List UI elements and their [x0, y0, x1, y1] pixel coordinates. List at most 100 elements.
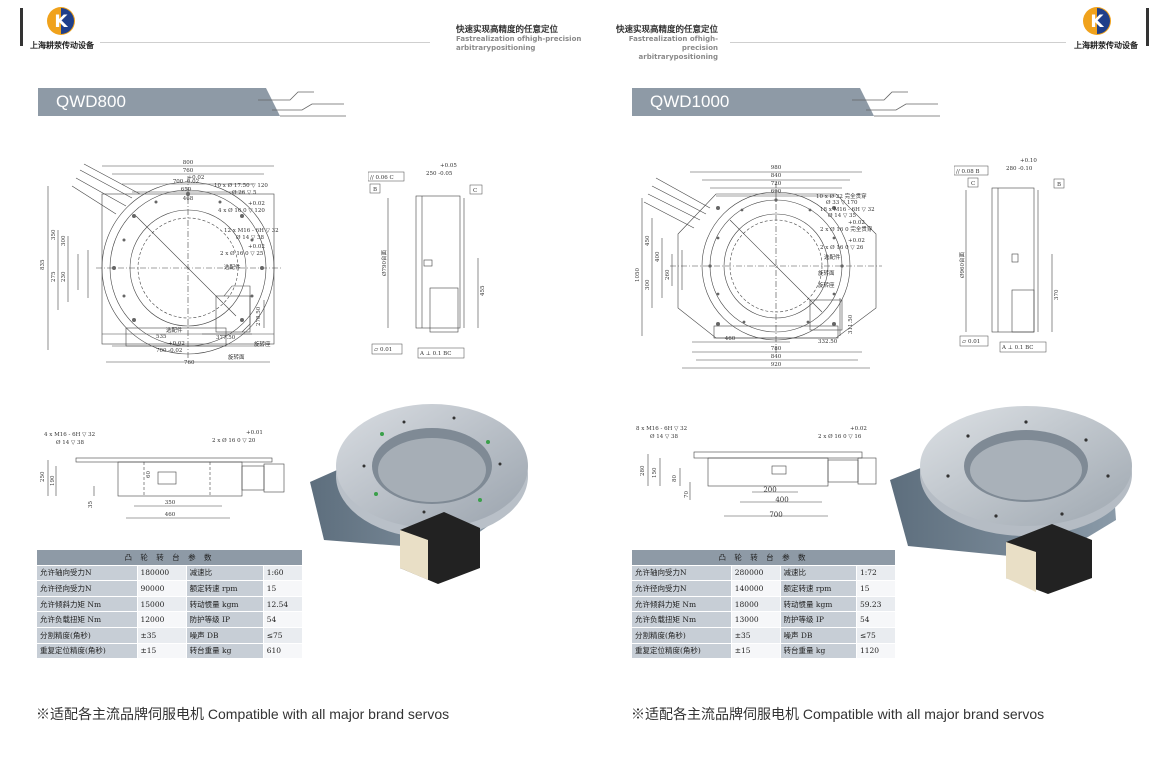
logo-icon: K — [1083, 7, 1111, 35]
tolerance-tag: // 0.08 B — [956, 169, 980, 175]
table-cell: 减速比 — [185, 564, 264, 582]
table-cell: 重复定位精度(角秒) — [36, 642, 138, 660]
table-cell: 15 — [855, 580, 897, 597]
table-cell: 额定转速 rpm — [779, 580, 857, 597]
callout: Ø 14 ▽ 38 — [236, 234, 264, 241]
callout: 4 x M16 - 6H ▽ 32 — [44, 432, 95, 438]
table-cell: ≤75 — [855, 626, 897, 644]
front-view-drawing-right: 8 x M16 - 6H ▽ 32 Ø 14 ▽ 38 +0.02 2 x Ø … — [636, 426, 877, 519]
table-cell: ±35 — [136, 626, 187, 644]
dim-label: 332.50 — [818, 339, 838, 345]
model-title-right: QWD1000 — [632, 88, 860, 116]
table-cell: 13000 — [730, 611, 781, 628]
tolerance-tag: A ⊥ 0.1 BC — [1001, 345, 1034, 351]
datum-tag: B — [373, 187, 377, 193]
dim-label: 720 — [771, 181, 782, 187]
dim-label: 230 — [61, 271, 67, 282]
table-cell: 噪声 DB — [185, 626, 264, 644]
dim-label: 350 — [51, 229, 57, 240]
dim-label: 840 — [771, 173, 782, 179]
table-cell: 90000 — [136, 580, 187, 597]
callout: +0.02 — [848, 238, 865, 244]
table-cell: 1:60 — [262, 564, 304, 582]
footnote-right: ※适配各主流品牌伺服电机 Compatible with all major b… — [631, 706, 1045, 722]
dim-label: 300 — [645, 279, 651, 290]
model-title-left: QWD800 — [38, 88, 266, 116]
dim-label: 80 — [672, 475, 678, 482]
dim-label: 460 — [165, 512, 176, 518]
side-view-drawing-right: // 0.08 B C B +0.10 280 -0.10 Ø960台面 370… — [954, 158, 1065, 353]
dim-label: 1050 — [635, 268, 641, 282]
dim-label: 260 — [665, 269, 671, 280]
dim-label: 700 -0.02 — [156, 348, 182, 354]
callout: 2 x Ø 16 0 ▽ 20 — [212, 437, 256, 444]
dim-label: 280 -0.10 — [1006, 166, 1033, 172]
dim-label: 700 — [769, 511, 782, 519]
callout: 选配件 — [824, 253, 841, 261]
dim-label: 920 — [771, 362, 782, 368]
table-cell: 15 — [262, 580, 304, 597]
slogan-cn: 快速实现高精度的任意定位 — [456, 25, 559, 35]
dim-label: +0.02 — [188, 175, 205, 181]
table-cell: 重复定位精度(角秒) — [631, 642, 732, 660]
table-cell: 允许负载扭矩 Nm — [631, 611, 732, 628]
callout: 旋转面 — [818, 269, 835, 277]
callout: 2 x Ø 16 0 完全贯穿 — [820, 225, 873, 233]
dim-label: 190 — [50, 475, 56, 486]
dim-label: 70 — [684, 491, 690, 498]
callout: Ø 14 ▽ 38 — [56, 439, 84, 446]
dim-label: 980 — [771, 165, 782, 171]
table-cell: 防护等级 IP — [779, 611, 857, 628]
company-logo-left: K 上海耕荥传动设备 — [24, 6, 110, 50]
callout: 旋转座 — [254, 340, 271, 348]
table-cell: 12000 — [136, 611, 187, 628]
callout: 旋转座 — [818, 281, 835, 289]
table-title: 凸 轮 转 台 参 数 — [631, 549, 896, 566]
top-view-drawing-right: 980 840 720 690 10 x Ø 22 完全贯穿 Ø 33 ▽ 17… — [635, 165, 882, 369]
dim-label: 350 — [165, 500, 176, 506]
table-cell: 280000 — [730, 564, 781, 582]
dim-label: 780 — [771, 346, 782, 352]
table-title: 凸 轮 转 台 参 数 — [36, 549, 303, 566]
table-cell: 转台重量 kg — [185, 642, 264, 660]
dim-label: 535 — [156, 334, 167, 340]
dim-label: 760 — [184, 360, 195, 366]
dim-label: 400 — [655, 251, 661, 262]
table-cell: ±15 — [136, 642, 187, 660]
table-cell: ±35 — [730, 626, 781, 644]
tolerance-tag: // 0.06 C — [370, 175, 394, 181]
tolerance-tag: ⏥ 0.01 — [962, 339, 980, 345]
callout: Ø 14 ▽ 38 — [650, 433, 678, 440]
callout: Ø 33 ▽ 170 — [826, 199, 858, 206]
callout: 选配件 — [166, 326, 183, 334]
table-cell: 噪声 DB — [779, 626, 857, 644]
dim-label: 400 — [775, 496, 788, 504]
callout: 10 x Ø 22 完全贯穿 — [816, 192, 867, 200]
header-rule-right — [730, 42, 1066, 43]
dim-label: 35 — [88, 501, 94, 508]
brand-name: 上海耕荥传动设备 — [30, 41, 94, 50]
table-cell: 1120 — [855, 642, 897, 660]
callout: +0.02 — [850, 426, 867, 432]
logo-letter: K — [1090, 12, 1104, 32]
title-bar-tail-left — [250, 88, 346, 117]
footnote-left: ※适配各主流品牌伺服电机 Compatible with all major b… — [36, 706, 450, 722]
dim-label: +0.05 — [440, 163, 457, 169]
table-cell: 54 — [262, 611, 304, 628]
callout: 4 x Ø 16 0 ▽ 120 — [218, 207, 265, 214]
callout: 2 x Ø 16 0 ▽ 26 — [820, 244, 864, 251]
dim-label: 690 — [771, 189, 782, 195]
table-cell: 15000 — [136, 595, 187, 613]
table-cell: 转动惯量 kgm — [185, 595, 264, 613]
table-cell: 59.23 — [855, 595, 897, 613]
table-cell: 允许倾斜力矩 Nm — [631, 595, 732, 613]
table-cell: 减速比 — [779, 564, 857, 582]
table-cell: 分割精度(角秒) — [631, 626, 732, 644]
table-cell: 转台重量 kg — [779, 642, 857, 660]
callout: 8 x M16 - 6H ▽ 32 — [636, 426, 687, 432]
brand-name: 上海耕荥传动设备 — [1074, 41, 1138, 50]
